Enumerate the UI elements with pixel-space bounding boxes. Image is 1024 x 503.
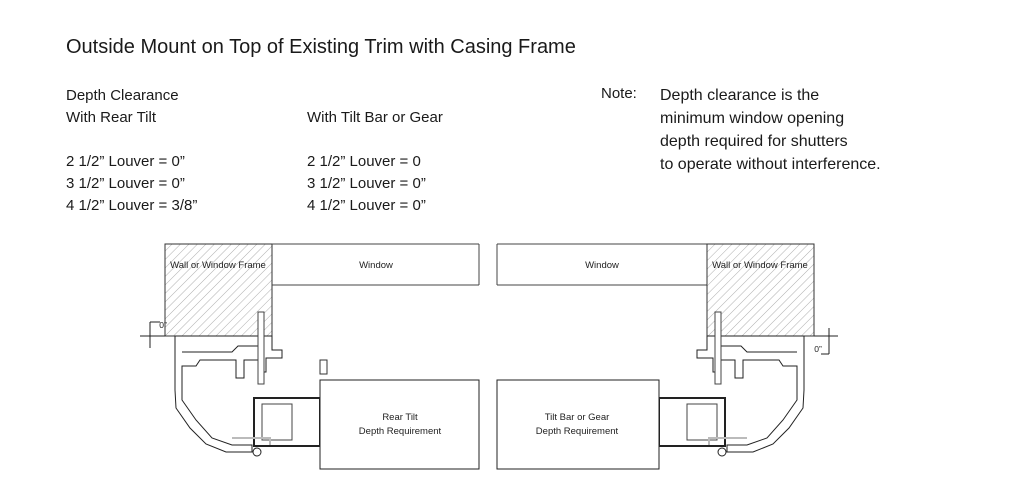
right-hinge xyxy=(717,447,727,457)
right-window-label: Window xyxy=(585,260,619,271)
note-line: depth required for shutters xyxy=(660,133,848,150)
left-shading xyxy=(232,437,271,445)
note-line: minimum window opening xyxy=(660,110,845,127)
tilt-bar-depth-box xyxy=(496,379,660,470)
left-panel-inner xyxy=(261,403,293,441)
right-wall-frame xyxy=(706,243,815,337)
left-stop xyxy=(319,359,328,375)
tilt-bar-row: 3 1/2” Louver = 0” xyxy=(307,175,426,192)
rear-tilt-box-line1: Rear Tilt xyxy=(382,412,418,423)
left-assembly xyxy=(140,243,480,457)
tilt-bar-row: 4 1/2” Louver = 0” xyxy=(307,197,426,214)
right-casing-frame xyxy=(696,335,805,453)
note-line: to operate without interference. xyxy=(660,156,881,173)
rear-tilt-row: 2 1/2” Louver = 0” xyxy=(66,153,185,170)
page-title: Outside Mount on Top of Existing Trim wi… xyxy=(66,36,576,58)
note-label: Note: xyxy=(601,85,637,102)
tilt-bar-box-line1: Tilt Bar or Gear xyxy=(545,412,610,423)
tilt-bar-clearance-list: With Tilt Bar or Gear 2 1/2” Louver = 0 … xyxy=(307,107,443,217)
left-window-label: Window xyxy=(359,260,393,271)
note-text: Depth clearance is the minimum window op… xyxy=(660,84,881,176)
right-shading xyxy=(708,437,747,445)
rear-tilt-heading-line2: With Rear Tilt xyxy=(66,109,157,126)
right-casing-detail xyxy=(715,345,797,353)
tilt-bar-row: 2 1/2” Louver = 0 xyxy=(307,153,421,170)
rear-tilt-heading-line1: Depth Clearance xyxy=(66,87,179,104)
left-frame-label: Wall or Window Frame xyxy=(170,260,266,271)
left-wall-frame xyxy=(164,243,273,337)
rear-tilt-row: 4 1/2” Louver = 3/8” xyxy=(66,197,198,214)
left-casing-detail xyxy=(182,345,264,353)
left-screw xyxy=(257,311,265,385)
right-screw xyxy=(714,311,722,385)
rear-tilt-clearance-list: Depth Clearance With Rear Tilt 2 1/2” Lo… xyxy=(66,85,197,217)
note-line: Depth clearance is the xyxy=(660,87,820,104)
tilt-bar-heading: With Tilt Bar or Gear xyxy=(307,109,443,126)
rear-tilt-box-line2: Depth Requirement xyxy=(359,426,442,437)
left-hinge xyxy=(252,447,262,457)
right-assembly xyxy=(496,243,838,457)
tilt-bar-box-line2: Depth Requirement xyxy=(536,426,619,437)
rear-tilt-row: 3 1/2” Louver = 0” xyxy=(66,175,185,192)
left-dim-label: 0” xyxy=(159,320,167,330)
right-panel-inner xyxy=(686,403,718,441)
left-casing-frame xyxy=(174,335,283,453)
right-frame-label: Wall or Window Frame xyxy=(712,260,808,271)
rear-tilt-depth-box xyxy=(319,379,480,470)
right-dim-label: 0” xyxy=(814,344,822,354)
